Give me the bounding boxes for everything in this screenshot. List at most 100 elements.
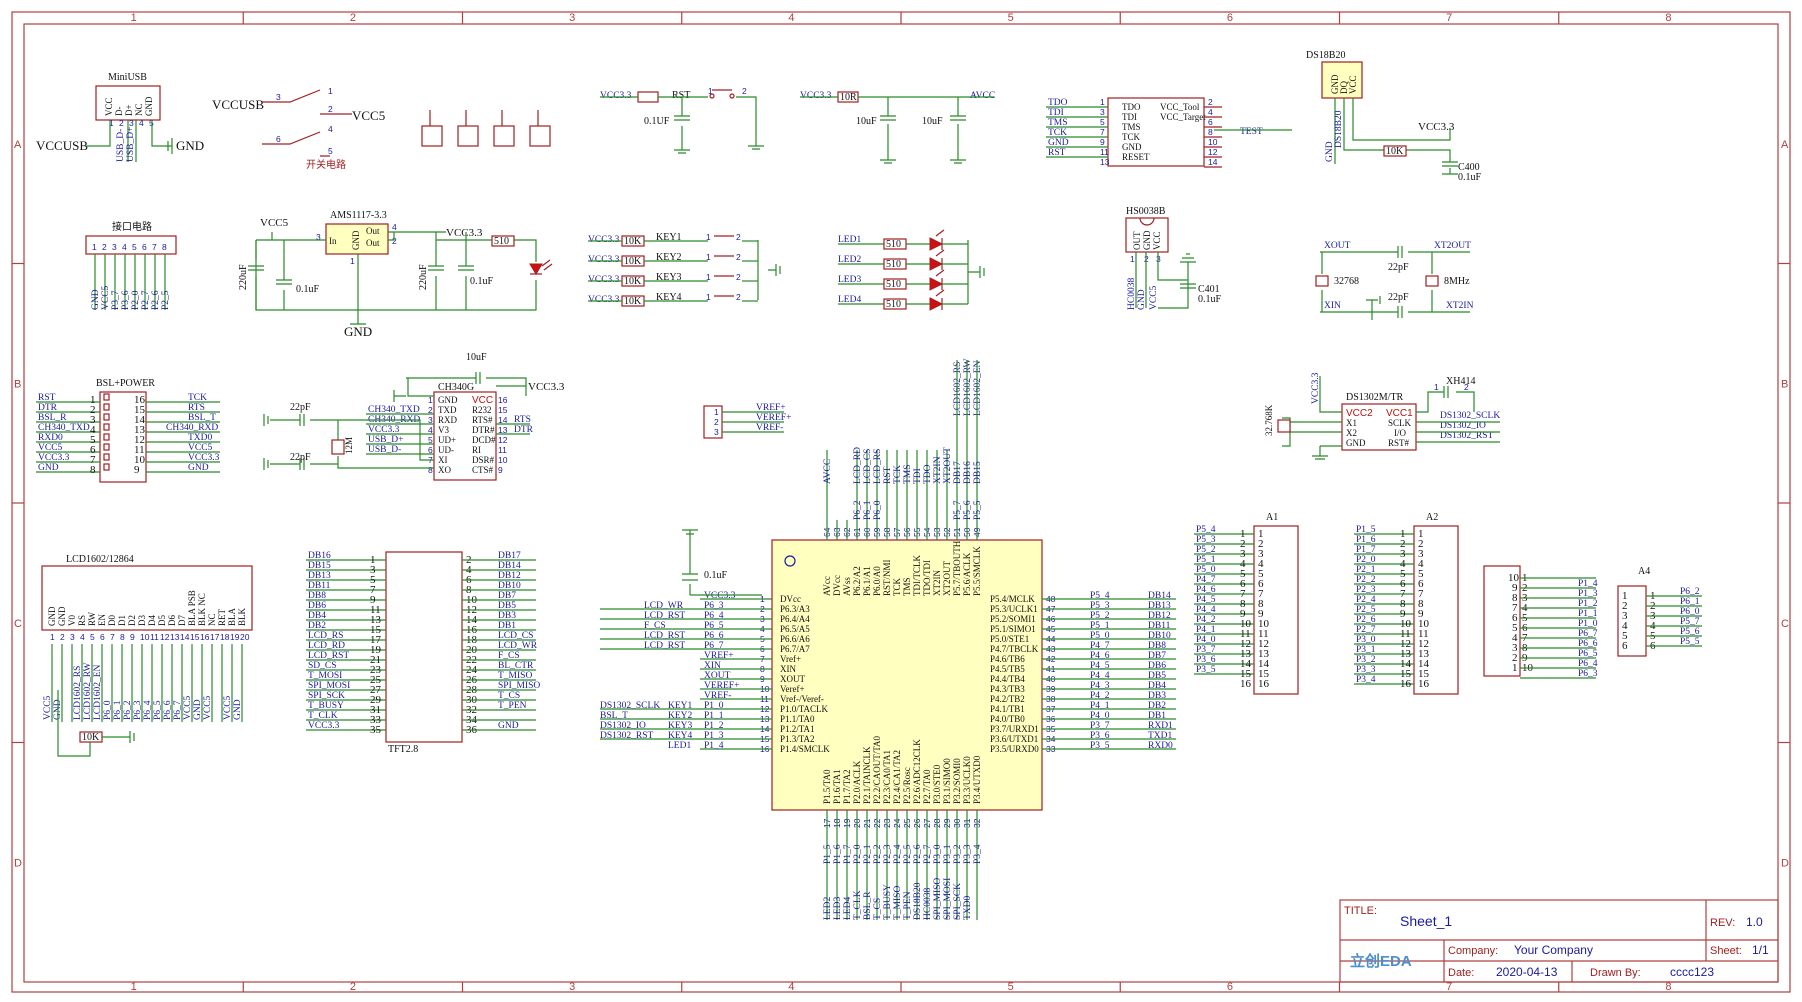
mcu-pin-top-net: TDI [913,468,923,484]
svg-text:HC0038: HC0038 [1127,278,1137,310]
lcd-pin-label: V0 [67,615,77,626]
jtag-inner-left: TDI [1122,112,1137,122]
crystal-oscillators: XOUT XIN XT2OUT XT2IN 32768 8MHz 22pF 22… [1315,241,1474,320]
svg-text:10K: 10K [1386,146,1404,157]
header-pin-outer: 5 [1240,568,1246,580]
lcd-net-label: GND [233,699,243,720]
bsl-pin-left: 2 [90,404,96,416]
header-pin-inner: 7 [1418,588,1424,600]
lcd-pin-num: 10 [140,632,150,642]
power-switch: VCCUSB VCC5 3 1 2 6 4 5 开关电路 [212,86,385,171]
bsl-net-right: GND [188,463,209,473]
header-net: P2_3 [1356,585,1376,595]
svg-text:22pF: 22pF [290,402,311,413]
a4-pin-num: 6 [1622,640,1628,652]
mcu-pin-right-label: P4.3/TB3 [990,684,1025,694]
vref-net: VREF- [756,423,783,433]
mcu-pin-right-net: DB5 [1148,671,1166,681]
led-res-value: 510 [886,299,901,310]
zone-row-left: C [14,618,22,630]
bsl-pin-left: 1 [90,394,96,406]
tft-net-right: T_MISO [498,671,532,681]
mcu-pin-top-net: RST [883,466,893,484]
svg-text:C401: C401 [1198,284,1220,295]
header-net: P1_6 [1356,535,1376,545]
svg-text:2: 2 [328,104,333,114]
header-pin-inner: 8 [1418,598,1424,610]
header-pin-inner: 6 [1258,578,1264,590]
mcu-pin-bottom-label: P3.3/UCLK0 [962,756,972,804]
lcd-pin-num: 3 [70,632,75,642]
ch340-net-right: RTS [514,415,531,425]
lcd-net-label: LCD1602_RS [73,666,83,720]
tft-net-left: LCD_RST [308,651,349,661]
header-net: P3_3 [1356,665,1376,675]
mcu-pin-bottom-net: LED3 [833,897,843,920]
mcu-pin-bottom-label: P2.1/TAINCLK [862,746,872,804]
tft-net-right: DB1 [498,621,516,631]
lcd-net-label: LCD1602_RW [83,662,93,720]
mcu-pin-right-label: P4.6/TB6 [990,654,1025,664]
svg-text:32768: 32768 [1334,276,1359,287]
mcu-pin-bottom-net: T_MISO [893,886,903,920]
svg-text:2: 2 [392,236,397,246]
tft-net-right: DB3 [498,611,516,621]
mcu-pin-right-port: P5_4 [1090,591,1110,601]
ch340-pin-right: CTS# [472,465,494,475]
header-pin-outer: 12 [1240,638,1251,650]
mcu-pin-bottom-label: P2.3/CA0/TA1 [882,750,892,804]
zone-row-left: A [14,139,22,151]
jtag-pin-right: 14 [1208,157,1218,167]
tft-net-left: T_BUSY [308,701,344,711]
svg-text:接口电路: 接口电路 [112,220,152,233]
mcu-pin-bottom-net: T_CLK [853,890,863,920]
key-pin-1: 1 [706,252,711,262]
lcd-pin-num: 9 [130,632,135,642]
lcd-net-label: P6_0 [103,700,113,720]
usb-pin-num: 3 [129,118,134,128]
if-pin-num: 6 [142,242,147,252]
svg-text:XT2OUT: XT2OUT [1434,241,1471,251]
header-net: P2_1 [1356,565,1376,575]
title-value: Sheet_1 [1400,913,1452,929]
ch340-pin-num-right: 13 [498,425,508,435]
mcu-pin-bottom-net: T_PEN [903,891,913,920]
svg-text:GND: GND [1346,438,1366,448]
mcu-pin-left-label: Veref+ [780,684,805,694]
ch340-pin-num-right: 12 [498,435,508,445]
mcu-pin-left-port: P6_3 [704,601,724,611]
mcu-pin-right-port: P4_6 [1090,651,1110,661]
lcd-net-label: VCC5 [223,695,233,720]
mcu-pin-bottom-label: P3.4/UTXD0 [972,755,982,804]
ch340-pin-num-right: 11 [498,445,507,455]
zone-col-bottom: 8 [1665,981,1671,993]
ch340-net-left: VCC3.3 [368,425,400,435]
svg-text:TFT2.8: TFT2.8 [388,744,418,755]
svg-text:1: 1 [708,86,713,96]
svg-text:12M: 12M [344,437,354,454]
mcu-pin-left-net: LCD_RST [644,641,685,651]
tft-pin-left: 29 [370,694,382,706]
mcu-pin-left-port: XOUT [704,671,731,681]
header-net: P5_3 [1196,535,1216,545]
mcu-pin-left-port: P1_0 [704,701,724,711]
header-pin-outer: 4 [1240,558,1246,570]
tft-net-left: DB13 [308,571,331,581]
mcu-pin-top-net: TMS [903,464,913,484]
a4-pin-num: 2 [1622,600,1628,612]
ch340-pin-left: UD+ [438,435,456,445]
lcd-pin-num: 4 [80,632,85,642]
svg-text:AVCC: AVCC [970,91,995,101]
svg-text:VCC: VCC [1152,231,1162,250]
mcu-pin-right-port: P5_2 [1090,611,1110,621]
mcu-pin-right-net: DB7 [1148,651,1166,661]
svg-text:XT2IN: XT2IN [1446,301,1474,311]
mcu-pin-right-net: DB6 [1148,661,1166,671]
mcu-pin-left-label: P6.3/A3 [780,604,810,614]
mcu-pin-top-label: DVcc [832,575,842,596]
tft-net-left: DB6 [308,601,326,611]
